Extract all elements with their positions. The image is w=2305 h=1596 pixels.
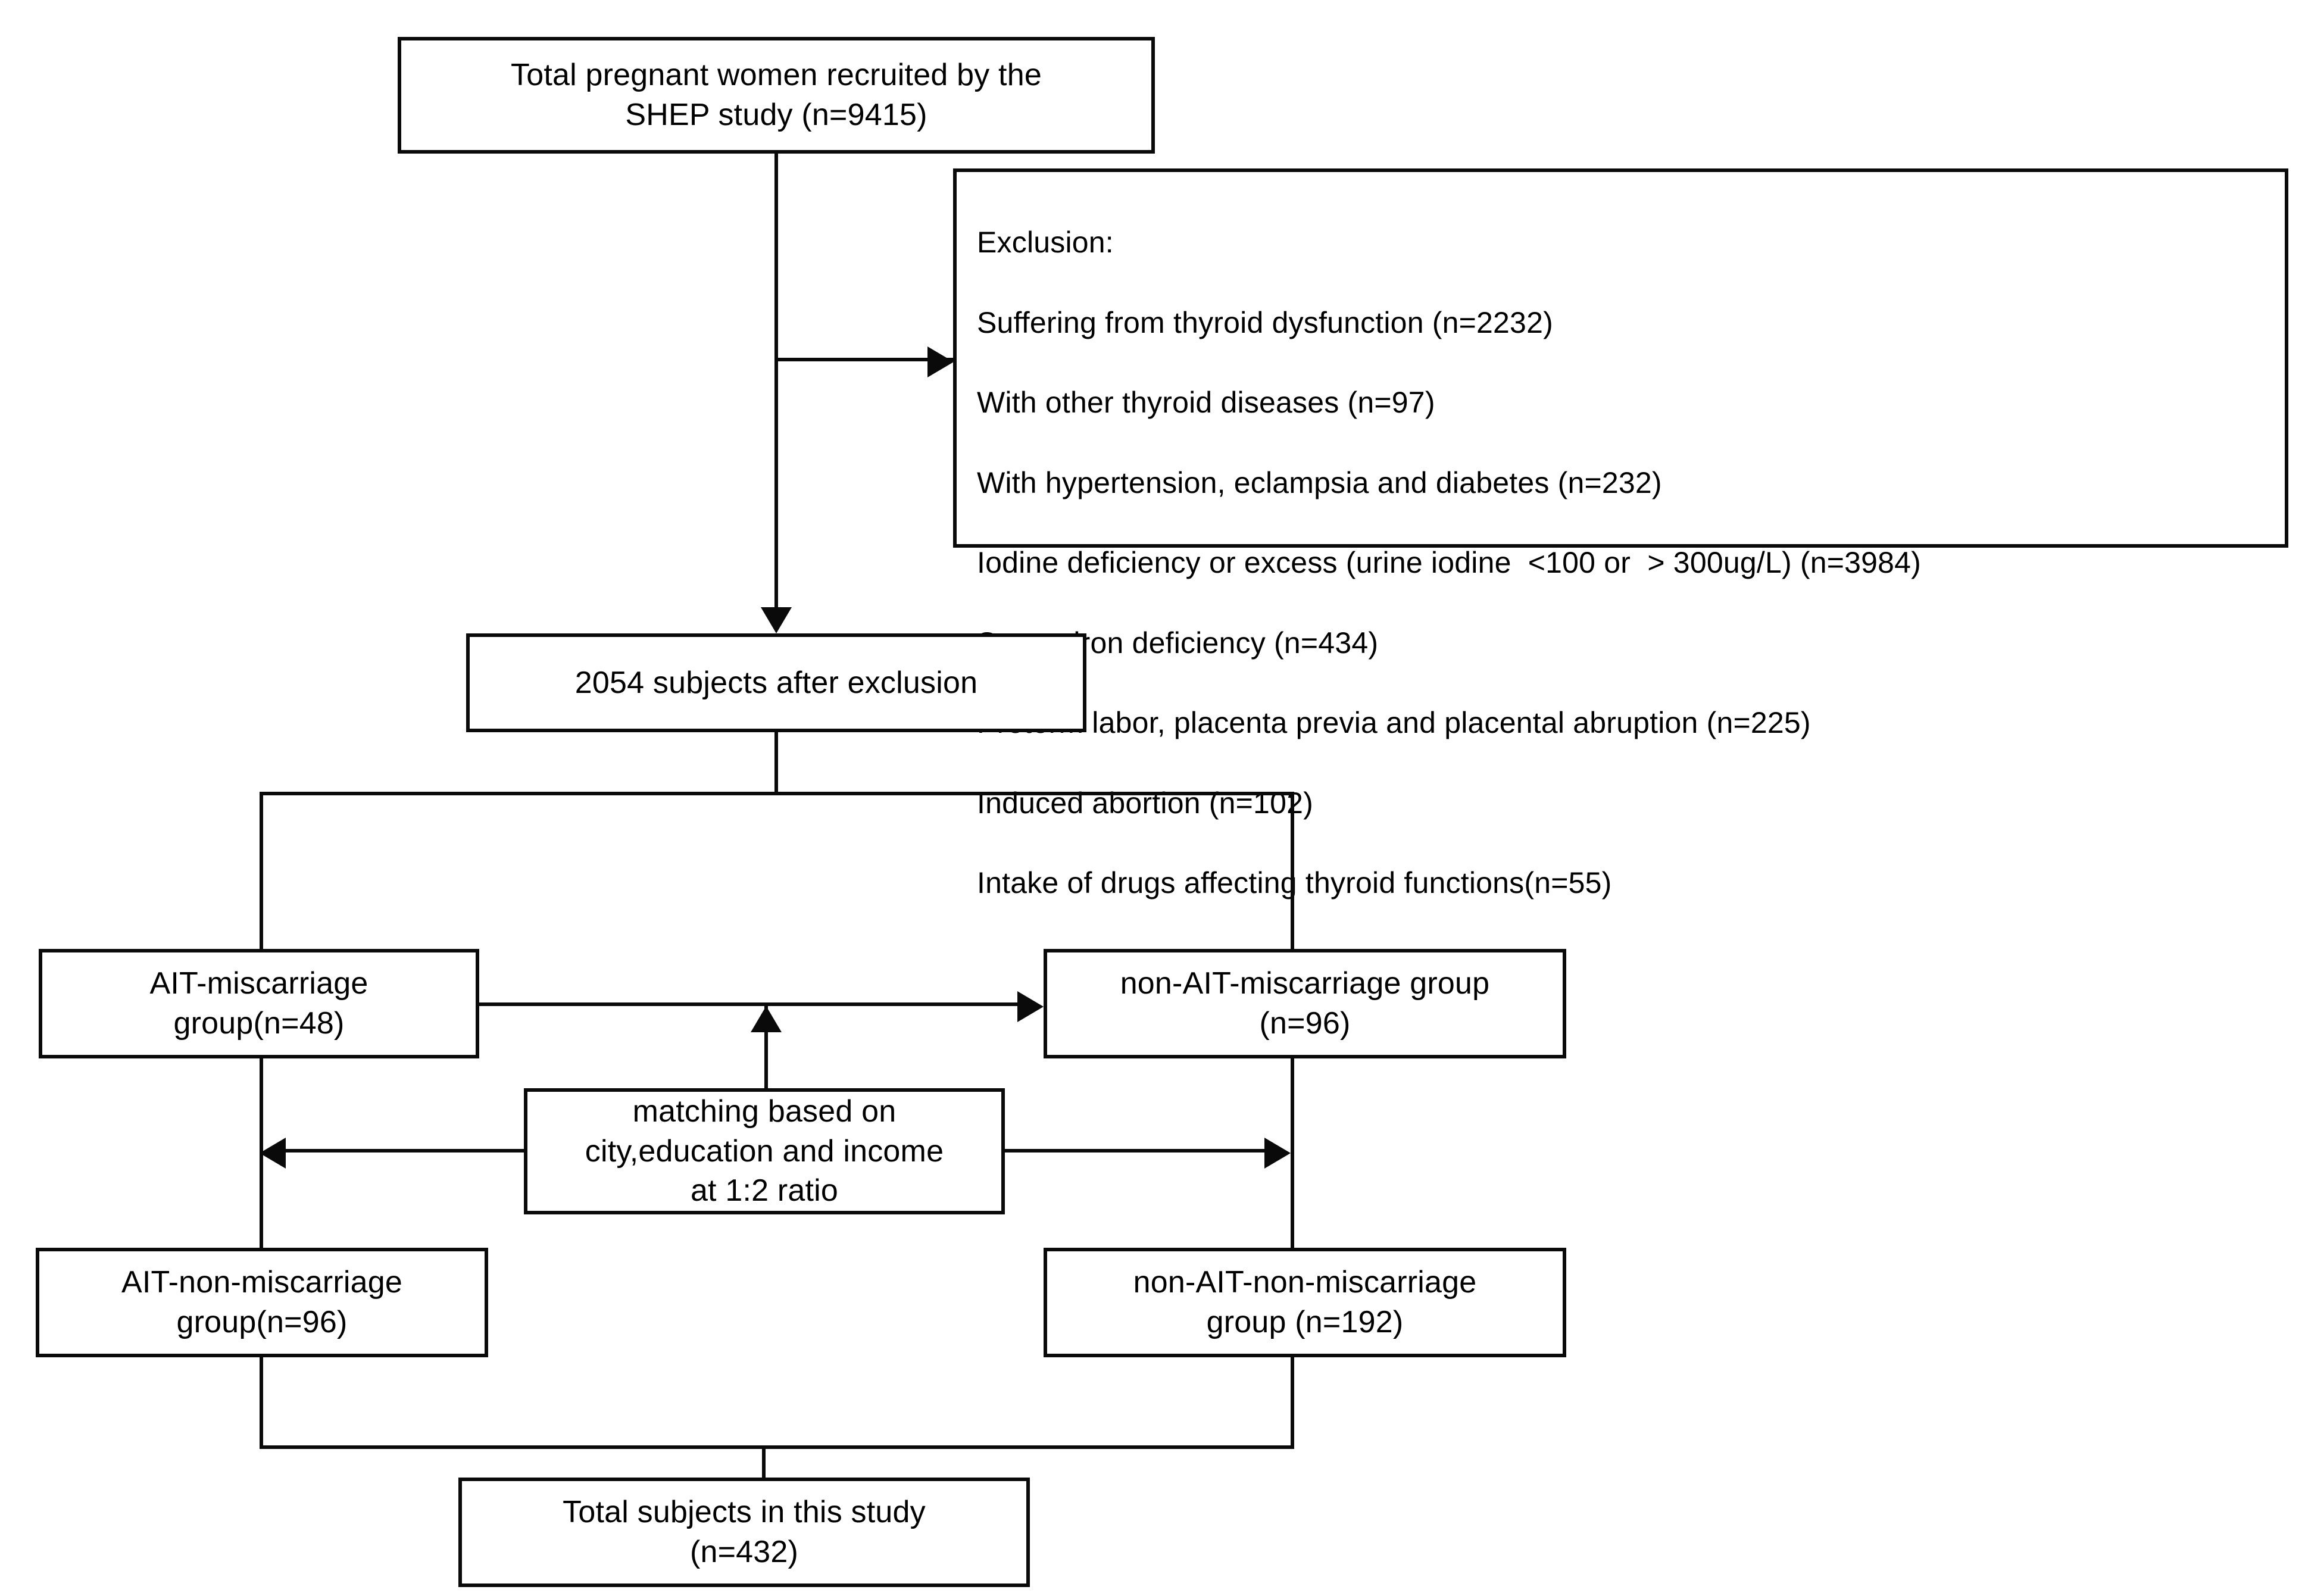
node-ait-miscarriage-label: AIT-miscarriage group(n=48) [149,966,368,1041]
node-ait-non-miscarriage: AIT-non-miscarriage group(n=96) [36,1248,488,1357]
node-non-ait-non-miscarriage-label: non-AIT-non-miscarriage group (n=192) [1133,1265,1477,1339]
connector-merge-to-total [762,1445,766,1485]
connector-matching-to-right [1005,1149,1266,1153]
arrowhead-matching-left [260,1138,286,1169]
connector-matching-to-left [286,1149,525,1153]
node-non-ait-miscarriage: non-AIT-miscarriage group (n=96) [1044,949,1566,1058]
node-total: Total subjects in this study (n=432) [458,1478,1030,1587]
node-after-exclusion-label: 2054 subjects after exclusion [574,665,978,700]
node-non-ait-non-miscarriage: non-AIT-non-miscarriage group (n=192) [1044,1248,1566,1357]
node-non-ait-miscarriage-label: non-AIT-miscarriage group (n=96) [1120,966,1490,1041]
arrowhead-into-after-exclusion [761,607,792,633]
connector-after-exclusion-down [774,732,778,794]
connector-recruited-to-exclusion-spine [774,154,778,619]
exclusion-item-6: Induced abortion (n=102) [977,786,1313,820]
node-after-exclusion: 2054 subjects after exclusion [466,633,1086,732]
connector-miscarriage-matching-arrow [479,1002,1019,1006]
connector-to-exclusion-box [774,358,953,361]
exclusion-item-5: Preterm labor, placenta previa and place… [977,706,1811,740]
exclusion-item-3: Iodine deficiency or excess (urine iodin… [977,546,1922,580]
node-exclusion: Exclusion: Suffering from thyroid dysfun… [953,168,2288,899]
node-ait-miscarriage: AIT-miscarriage group(n=48) [39,949,479,1058]
exclusion-item-7: Intake of drugs affecting thyroid functi… [977,866,1612,900]
node-ait-non-miscarriage-label: AIT-non-miscarriage group(n=96) [121,1265,402,1339]
exclusion-item-4: Serum iron deficiency (n=434) [977,626,1379,660]
exclusion-item-1: With other thyroid diseases (n=97) [977,386,1435,420]
connector-non-ait-column-rail [1291,1058,1294,1250]
connector-matching-up-stem [764,1006,768,1155]
connector-non-ait-non-miscarriage-down [1291,1357,1294,1449]
exclusion-list: Exclusion: Suffering from thyroid dysfun… [977,183,2275,944]
node-matching-label: matching based on city,education and inc… [585,1094,944,1208]
connector-ait-non-miscarriage-down [260,1357,263,1449]
arrowhead-matching-right [1264,1138,1291,1169]
exclusion-item-2: With hypertension, eclampsia and diabete… [977,466,1662,499]
arrowhead-matching-up [751,1006,782,1032]
connector-bus-to-non-ait-miscarriage [1291,792,1294,952]
connector-bus-to-ait-miscarriage [260,792,263,952]
node-matching: matching based on city,education and inc… [524,1088,1005,1214]
connector-split-bus-top [260,792,1294,795]
node-recruited: Total pregnant women recruited by the SH… [398,37,1155,154]
node-total-label: Total subjects in this study (n=432) [563,1495,926,1569]
node-recruited-label: Total pregnant women recruited by the SH… [511,58,1042,132]
arrowhead-into-non-ait-miscarriage [1017,991,1044,1022]
arrowhead-into-exclusion [927,346,954,377]
exclusion-heading: Exclusion: [977,226,1114,260]
exclusion-item-0: Suffering from thyroid dysfunction (n=22… [977,305,1553,339]
connector-merge-bus-bottom [260,1445,1294,1449]
